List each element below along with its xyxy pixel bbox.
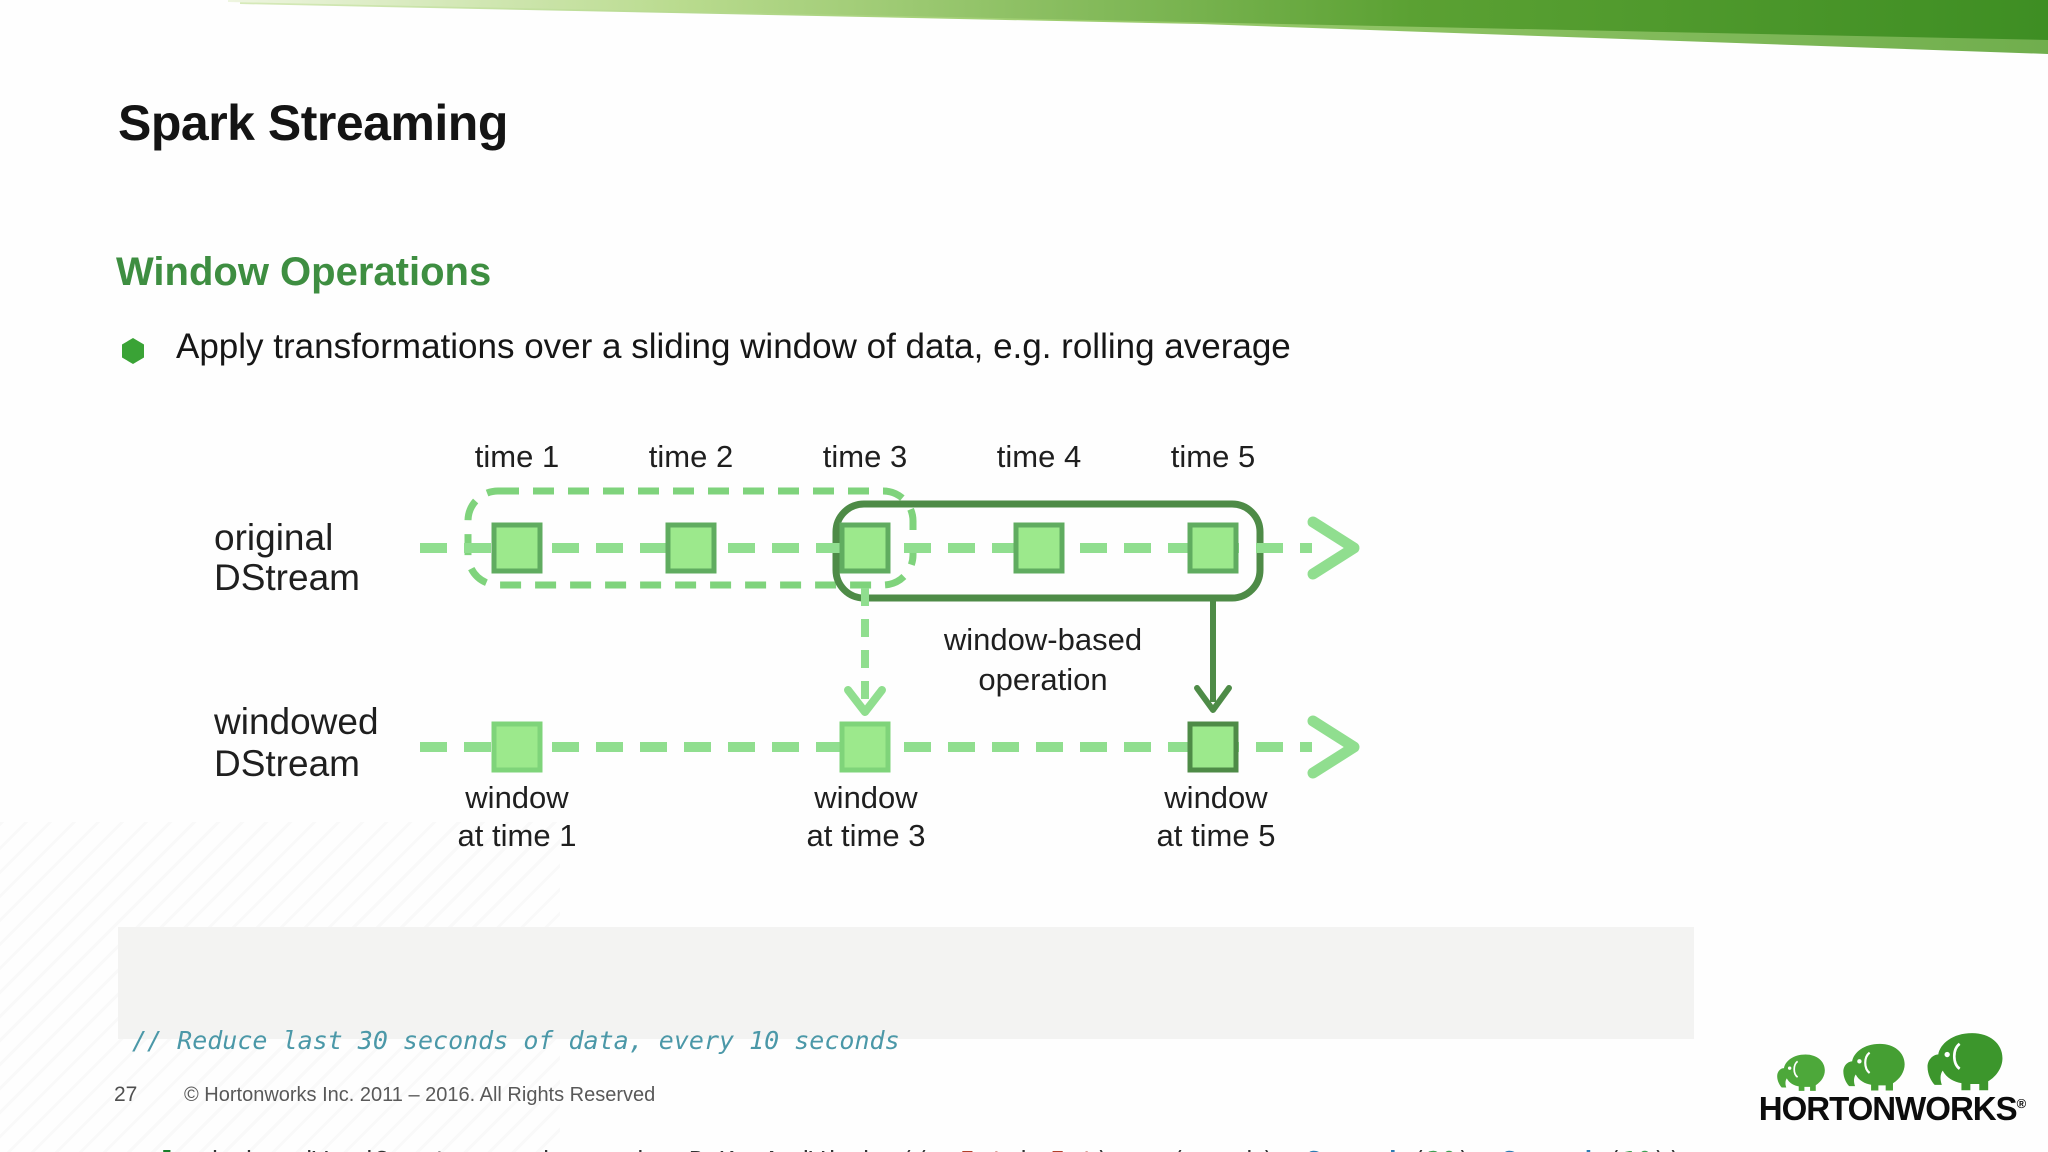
time-label: time 3 bbox=[823, 439, 907, 474]
code-line: val windowedWordCounts = pairs.reduceByK… bbox=[132, 1141, 1682, 1152]
time-label: time 4 bbox=[997, 439, 1081, 474]
window-time-label: at time 3 bbox=[807, 818, 926, 853]
elephant-icon bbox=[1927, 1033, 2003, 1091]
windowed-dstream-label: DStream bbox=[214, 743, 360, 784]
window-time-label: at time 1 bbox=[458, 818, 577, 853]
dashed-window-rect bbox=[464, 487, 917, 589]
stream-arrow-icon bbox=[1307, 715, 1360, 779]
windowed-rdd-box bbox=[491, 721, 543, 773]
windowed-rdd-box bbox=[839, 721, 891, 773]
bullet-text: Apply transformations over a sliding win… bbox=[176, 327, 1291, 366]
copyright-text: © Hortonworks Inc. 2011 – 2016. All Righ… bbox=[184, 1084, 656, 1106]
page-number: 27 bbox=[114, 1083, 138, 1106]
hexagon-bullet-icon bbox=[122, 338, 144, 364]
window-time-label: window bbox=[464, 780, 569, 815]
original-dstream-label: original bbox=[214, 517, 333, 558]
elephant-icon bbox=[1777, 1054, 1825, 1091]
code-block: // Reduce last 30 seconds of data, every… bbox=[118, 927, 1694, 1152]
window-time-label: at time 5 bbox=[1157, 818, 1276, 853]
code-comment-line: // Reduce last 30 seconds of data, every… bbox=[132, 1026, 900, 1055]
top-green-band bbox=[228, 0, 2048, 54]
elephant-icon bbox=[1843, 1043, 1905, 1091]
section-heading: Window Operations bbox=[116, 250, 492, 294]
time-label: time 5 bbox=[1171, 439, 1255, 474]
rdd-box bbox=[665, 522, 717, 574]
windowed-rdd-box bbox=[1187, 721, 1239, 773]
time-label: time 2 bbox=[649, 439, 733, 474]
rdd-box bbox=[839, 522, 891, 574]
window-time-label: window bbox=[1163, 780, 1268, 815]
time-label: time 1 bbox=[475, 439, 559, 474]
windowed-dstream-label: windowed bbox=[213, 701, 379, 742]
rdd-box bbox=[1187, 522, 1239, 574]
rdd-box bbox=[491, 522, 543, 574]
hortonworks-wordmark: HORTONWORKS® bbox=[1758, 1090, 2027, 1127]
operation-label: operation bbox=[978, 662, 1107, 697]
page-title: Spark Streaming bbox=[118, 95, 508, 151]
bullet-item: Apply transformations over a sliding win… bbox=[122, 326, 1291, 368]
stream-arrow-icon bbox=[1307, 516, 1360, 580]
operation-label: window-based bbox=[943, 622, 1142, 657]
elephants-row bbox=[1758, 1028, 2026, 1092]
hortonworks-logo: HORTONWORKS® bbox=[1758, 1028, 2026, 1125]
band-main bbox=[228, 0, 2048, 40]
window-op-dashed-arrowhead-icon bbox=[844, 686, 886, 716]
window-op-solid-arrowhead-icon bbox=[1194, 685, 1232, 713]
rdd-box bbox=[1013, 522, 1065, 574]
window-time-label: window bbox=[813, 780, 918, 815]
registered-mark: ® bbox=[2016, 1096, 2027, 1111]
original-dstream-label: DStream bbox=[214, 557, 360, 598]
